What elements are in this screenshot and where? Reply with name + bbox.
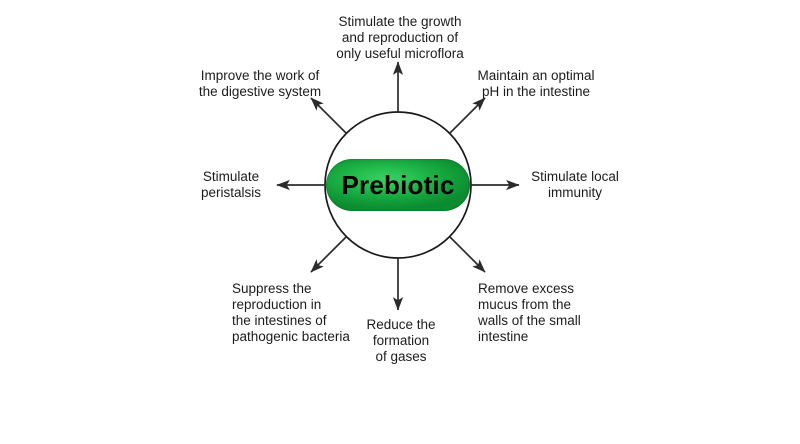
benefit-label-stimulate-peristalsis: Stimulate peristalsis bbox=[200, 169, 262, 200]
benefit-label-remove-excess-mucus: Remove excess mucus from the walls of th… bbox=[478, 281, 581, 344]
prebiotic-core-label: Prebiotic bbox=[341, 169, 455, 200]
benefit-label-improve-digestive-system: Improve the work of the digestive system bbox=[198, 68, 322, 99]
benefit-label-reduce-gas-formation: Reduce the formation of gases bbox=[366, 317, 436, 364]
prebiotic-core-node: Prebiotic bbox=[326, 159, 470, 211]
benefit-label-suppress-pathogenic-bacteria: Suppress the reproduction in the intesti… bbox=[232, 281, 350, 344]
arrow-top-left bbox=[310, 97, 348, 135]
arrow-top-right bbox=[448, 97, 486, 135]
benefit-label-stimulate-local-immunity: Stimulate local immunity bbox=[531, 169, 619, 200]
benefit-label-stimulate-growth: Stimulate the growth and reproduction of… bbox=[336, 14, 464, 61]
arrow-bottom-left bbox=[310, 235, 348, 273]
benefit-label-maintain-ph: Maintain an optimal pH in the intestine bbox=[477, 68, 595, 99]
arrow-bottom-right bbox=[448, 235, 486, 273]
